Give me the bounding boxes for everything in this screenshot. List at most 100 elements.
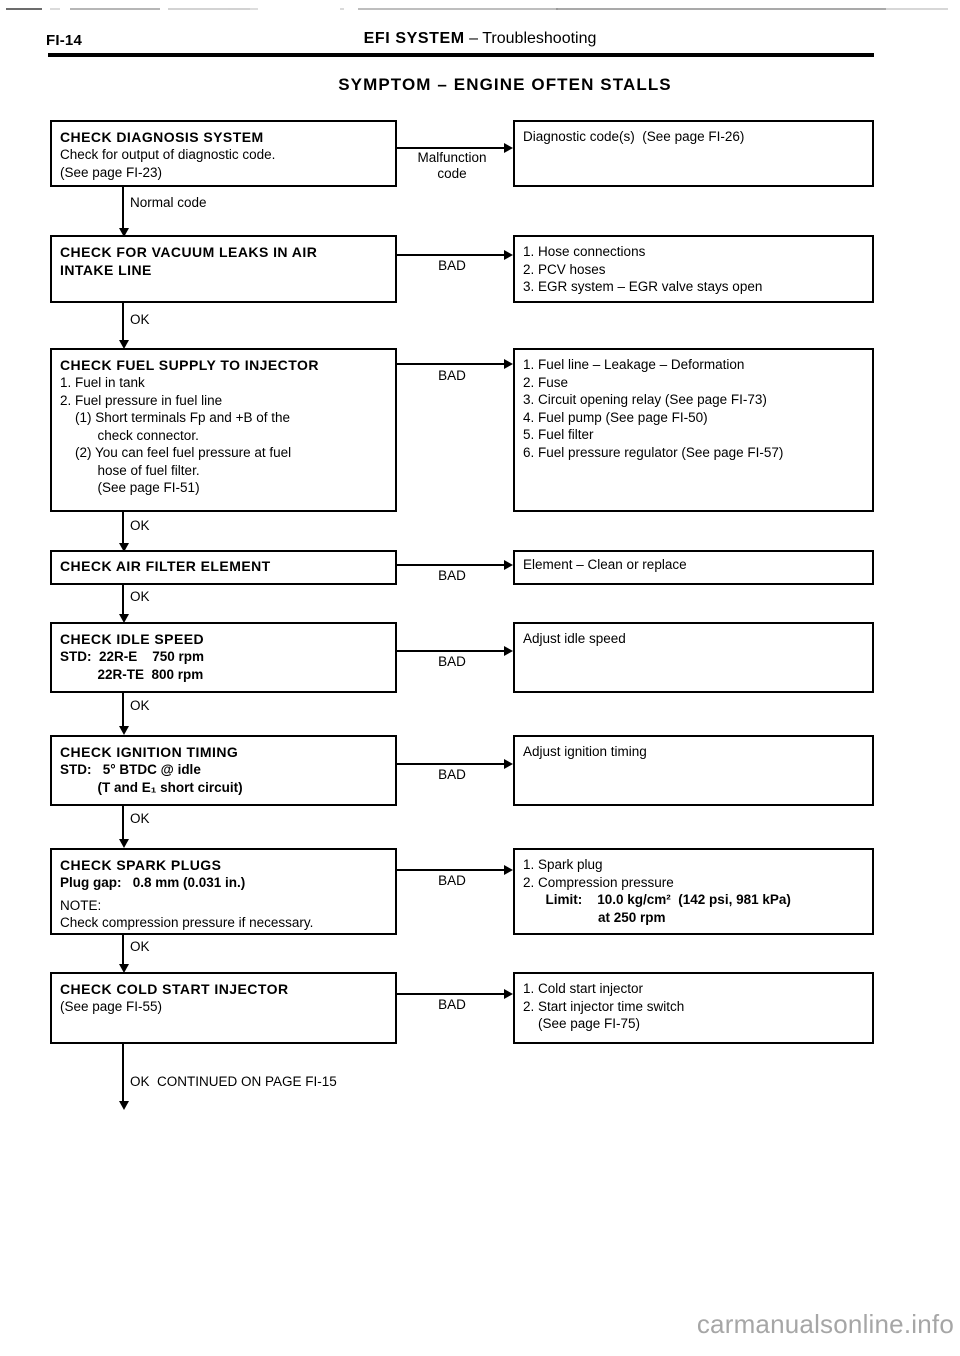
step-title: CHECK SPARK PLUGS [60,857,222,873]
edge-label-bad: BAD [438,368,466,383]
result-line: 4. Fuel pump (See page FI-50) [523,409,708,425]
connector-line [397,564,505,566]
step-line: 2. Fuel pressure in fuel line [60,392,223,408]
edge-label-bad: BAD [438,258,466,273]
connector-line [397,869,505,871]
connector-arrow-down [119,614,129,623]
result-line: at 250 rpm [523,909,666,925]
scan-artifact [50,8,60,10]
step-line: check connector. [60,427,199,443]
page-number: FI-14 [46,32,83,49]
step-line: hose of fuel filter. [60,462,200,478]
connector-arrow-right [504,560,513,570]
result-line: (See page FI-75) [523,1016,641,1031]
result-line: 2. Compression pressure [523,874,674,890]
flow-result-vacuum-leak-causes: 1. Hose connections 2. PCV hoses 3. EGR … [513,235,874,303]
edge-label-ok: OK [130,939,150,954]
flow-step-fuel-supply: CHECK FUEL SUPPLY TO INJECTOR 1. Fuel in… [50,348,397,512]
connector-arrow-down [119,543,129,552]
connector-arrow-right [504,759,513,769]
edge-label-bad: BAD [438,767,466,782]
connector-line-down [122,303,124,345]
edge-label-ok: OK [130,312,150,327]
step-title: CHECK DIAGNOSIS SYSTEM [60,129,264,145]
edge-label-ok: OK [130,589,150,604]
flow-result-air-filter-action: Element – Clean or replace [513,550,874,585]
scan-artifact [340,8,344,10]
connector-arrow-right [504,359,513,369]
result-line: Element – Clean or replace [523,557,687,572]
step-line: (1) Short terminals Fp and +B of the [60,410,290,425]
connector-line [397,363,505,365]
result-line: Adjust ignition timing [523,744,647,759]
scan-artifact [556,8,886,10]
edge-label-normal-code: Normal code [130,195,207,210]
edge-label-bad: BAD [438,873,466,888]
step-line: (See page FI-55) [60,999,163,1014]
flow-step-spark-plugs: CHECK SPARK PLUGS Plug gap: 0.8 mm (0.03… [50,848,397,935]
connector-line [397,254,505,256]
result-line: 5. Fuel filter [523,427,594,442]
result-line: 2. PCV hoses [523,261,606,277]
flow-step-vacuum-leaks: CHECK FOR VACUUM LEAKS IN AIR INTAKE LIN… [50,235,397,303]
connector-arrow-down [119,228,129,237]
step-title: CHECK IGNITION TIMING [60,744,239,760]
scan-artifact [6,8,42,10]
connector-arrow-right [504,143,513,153]
step-line: STD: 5° BTDC @ idle [60,762,201,777]
step-line: Check compression pressure if necessary. [60,915,314,930]
connector-arrow-right [504,865,513,875]
step-title: CHECK IDLE SPEED [60,631,205,647]
result-line: 1. Fuel line – Leakage – Deformation [523,357,745,372]
result-line: 2. Start injector time switch [523,998,685,1014]
connector-line-down [122,806,124,844]
flow-step-cold-start-injector: CHECK COLD START INJECTOR (See page FI-5… [50,972,397,1044]
flow-result-spark-plug-causes: 1. Spark plug 2. Compression pressure Li… [513,848,874,935]
result-line: Adjust idle speed [523,631,626,646]
edge-label-ok: OK [130,518,150,533]
header-section-label: Troubleshooting [482,30,597,47]
edge-label-bad: BAD [438,568,466,583]
flow-step-idle-speed: CHECK IDLE SPEED STD: 22R-E 750 rpm 22R-… [50,622,397,693]
connector-line [397,993,505,995]
step-line: 1. Fuel in tank [60,375,145,390]
edge-label-bad: BAD [438,997,466,1012]
step-line: Check for output of diagnostic code. [60,147,276,162]
result-line: 1. Cold start injector [523,981,644,996]
edge-label-malfunction-code: Malfunction code [417,150,487,181]
result-line: 1. Spark plug [523,857,603,872]
scan-artifact [228,8,258,10]
connector-arrow-right [504,646,513,656]
result-line: 3. EGR system – EGR valve stays open [523,279,763,294]
step-line: 22R-TE 800 rpm [60,666,204,682]
connector-line-down [122,187,124,233]
edge-label-continued: OK CONTINUED ON PAGE FI-15 [130,1074,337,1089]
header-system-label: EFI SYSTEM [363,30,465,47]
site-watermark: carmanualsonline.info [696,1309,954,1339]
step-title: CHECK FUEL SUPPLY TO INJECTOR [60,357,319,373]
result-line: 3. Circuit opening relay (See page FI-73… [523,392,767,407]
step-line: NOTE: [60,897,102,913]
step-line: (2) You can feel fuel pressure at fuel [60,445,292,460]
connector-arrow-right [504,989,513,999]
connector-arrow-right [504,250,513,260]
step-line: Plug gap: 0.8 mm (0.031 in.) [60,875,246,890]
flow-result-cold-start-causes: 1. Cold start injector 2. Start injector… [513,972,874,1044]
symptom-title: SYMPTOM – ENGINE OFTEN STALLS [338,75,672,94]
edge-label-ok: OK [130,811,150,826]
step-line: STD: 22R-E 750 rpm [60,649,205,664]
page-header-title: EFI SYSTEM – Troubleshooting [0,30,960,48]
step-title: CHECK COLD START INJECTOR [60,981,289,997]
flow-step-ignition-timing: CHECK IGNITION TIMING STD: 5° BTDC @ idl… [50,735,397,806]
connector-line-down [122,512,124,548]
flow-result-fuel-supply-causes: 1. Fuel line – Leakage – Deformation 2. … [513,348,874,512]
step-line: (See page FI-23) [60,164,163,180]
connector-arrow-down [119,839,129,848]
result-line: 6. Fuel pressure regulator (See page FI-… [523,444,784,460]
connector-line-down [122,935,124,969]
step-title: CHECK FOR VACUUM LEAKS IN AIR INTAKE LIN… [60,244,318,278]
scan-artifact [886,8,948,10]
connector-line-down [122,693,124,731]
connector-line [397,147,505,149]
